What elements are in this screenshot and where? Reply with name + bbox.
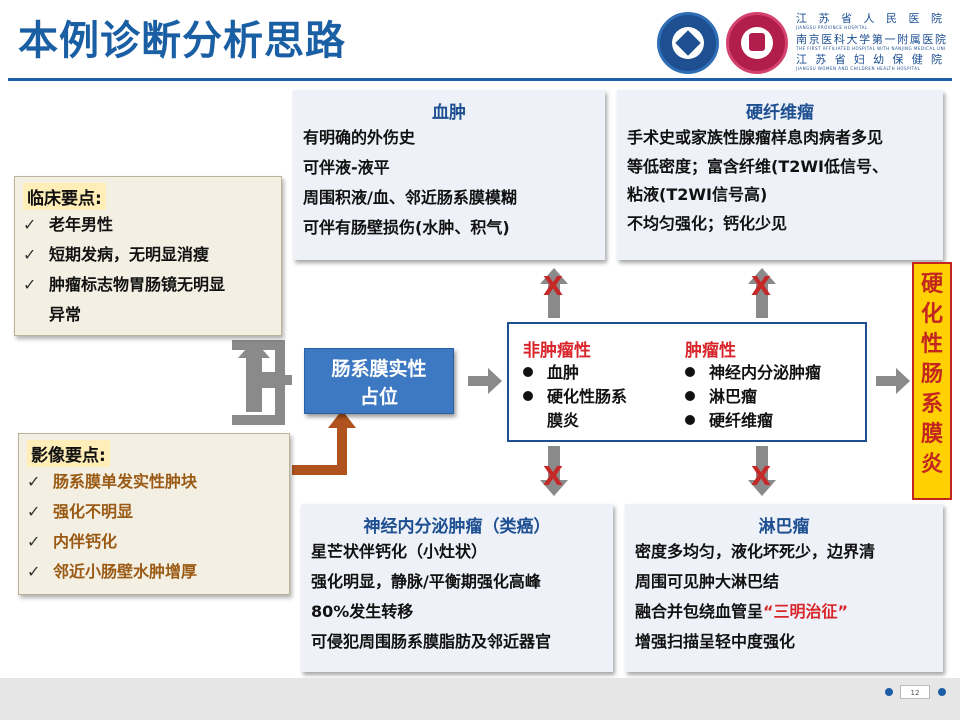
hospital-logo-right <box>726 12 788 74</box>
footer-dot <box>885 688 893 696</box>
clinical-title: 临床要点: <box>23 183 106 210</box>
mesenteric-mass-line1: 肠系膜实性 <box>331 358 427 380</box>
hospital-name-3: 江苏省妇幼保健院 <box>796 53 946 66</box>
imaging-item: ✓强化不明显 <box>27 497 281 527</box>
hospital-logo-left <box>657 12 719 74</box>
tumor-item: 淋巴瘤 <box>685 385 865 409</box>
hematoma-line: 可伴液-液平 <box>303 158 390 177</box>
clinical-box: 临床要点: ✓老年男性 ✓短期发病，无明显消瘦 ✓肿瘤标志物胃肠镜无明显 异常 <box>14 176 282 336</box>
arrow-to-desmoid <box>748 268 776 318</box>
hospital-name-1-en: JIANGSU PROVINCE HOSPITAL <box>796 25 868 30</box>
arrow-to-net <box>540 446 568 496</box>
desmoid-box: 硬纤维瘤 手术史或家族性腺瘤样息肉病者多见 等低密度；富含纤维(T2WI低信号、… <box>617 90 943 260</box>
net-line: 80%发生转移 <box>311 602 414 621</box>
arrow-to-differential <box>468 368 502 394</box>
imaging-box: 影像要点: ✓肠系膜单发实性肿块 ✓强化不明显 ✓内伴钙化 ✓邻近小肠壁水肿增厚 <box>18 433 290 595</box>
hospital-name-2: 南京医科大学第一附属医院 <box>796 33 946 46</box>
bullet-icon <box>685 391 695 401</box>
check-icon: ✓ <box>27 562 41 581</box>
hospital-name-1: 江苏省人民医院 <box>796 12 946 25</box>
desmoid-line: 粘液(T2WI信号高) <box>627 185 768 204</box>
lymphoma-title: 淋巴瘤 <box>758 517 810 537</box>
arrow-to-conclusion <box>876 368 910 394</box>
hematoma-box: 血肿 有明确的外伤史 可伴液-液平 周围积液/血、邻近肠系膜模糊 可伴有肠壁损伤… <box>293 90 605 260</box>
exclude-mark-net: X <box>543 462 564 492</box>
page-title: 本例诊断分析思路 <box>18 18 346 64</box>
sandwich-sign: “三明治征” <box>763 602 849 621</box>
tumor-title: 肿瘤性 <box>685 341 736 361</box>
desmoid-line: 不均匀强化；钙化少见 <box>627 214 788 233</box>
arrow-to-hematoma <box>540 268 568 318</box>
check-icon: ✓ <box>23 245 37 264</box>
non-tumor-title: 非肿瘤性 <box>523 341 591 361</box>
lymphoma-line: 密度多均匀，液化坏死少，边界清 <box>635 542 876 561</box>
bullet-icon <box>523 367 533 377</box>
clinical-item-cont: 异常 <box>49 305 82 324</box>
lymphoma-line: 融合并包绕血管呈“三明治征” <box>635 602 849 621</box>
lymphoma-box: 淋巴瘤 密度多均匀，液化坏死少，边界清 周围可见肿大淋巴结 融合并包绕血管呈“三… <box>625 504 943 672</box>
desmoid-line: 手术史或家族性腺瘤样息肉病者多见 <box>627 128 884 147</box>
non-tumor-column: 非肿瘤性 血肿 硬化性肠系 膜炎 <box>523 336 683 433</box>
footer-bar <box>0 678 960 720</box>
imaging-item: ✓肠系膜单发实性肿块 <box>27 467 281 497</box>
non-tumor-item: 硬化性肠系 <box>523 385 683 409</box>
bullet-icon <box>685 367 695 377</box>
header-divider <box>8 78 952 81</box>
page-number: 12 <box>900 685 930 699</box>
bullet-icon <box>685 415 695 425</box>
check-icon: ✓ <box>27 502 41 521</box>
hematoma-line: 有明确的外伤史 <box>303 128 416 147</box>
exclude-mark-hematoma: X <box>543 272 564 302</box>
net-line: 可侵犯周围肠系膜脂肪及邻近器官 <box>311 632 552 651</box>
differential-box: 非肿瘤性 血肿 硬化性肠系 膜炎 肿瘤性 神经内分泌肿瘤 淋巴瘤 硬纤维瘤 <box>507 322 867 442</box>
clinical-item: ✓老年男性 <box>23 210 273 240</box>
imaging-item: ✓内伴钙化 <box>27 527 281 557</box>
imaging-item: ✓邻近小肠壁水肿增厚 <box>27 557 281 587</box>
non-tumor-item-cont: 膜炎 <box>547 411 580 430</box>
mesenteric-mass-box: 肠系膜实性 占位 <box>304 348 454 414</box>
exclude-mark-desmoid: X <box>751 272 772 302</box>
footer-dot <box>938 688 946 696</box>
hematoma-title: 血肿 <box>432 103 466 123</box>
net-box: 神经内分泌肿瘤（类癌） 星芒状伴钙化（小灶状） 强化明显，静脉/平衡期强化高峰 … <box>301 504 613 672</box>
imaging-title: 影像要点: <box>27 440 110 467</box>
conclusion-box: 硬 化 性 肠 系 膜 炎 <box>912 262 952 500</box>
check-icon: ✓ <box>23 275 37 294</box>
exclude-mark-lymphoma: X <box>751 462 772 492</box>
hematoma-line: 可伴有肠壁损伤(水肿、积气) <box>303 218 510 237</box>
elbow-arrow-imaging <box>292 425 347 475</box>
desmoid-line: 等低密度；富含纤维(T2WI低信号、 <box>627 157 888 176</box>
bullet-icon <box>523 391 533 401</box>
arrow-to-lymphoma <box>748 446 776 496</box>
net-line: 星芒状伴钙化（小灶状） <box>311 542 488 561</box>
lymphoma-line: 增强扫描呈轻中度强化 <box>635 632 796 651</box>
tumor-item: 神经内分泌肿瘤 <box>685 361 865 385</box>
hospital-name-3-en: JIANGSU WOMEN AND CHILDREN HEALTH HOSPIT… <box>796 66 921 71</box>
clinical-item: ✓短期发病，无明显消瘦 <box>23 240 273 270</box>
tumor-item: 硬纤维瘤 <box>685 409 865 433</box>
check-icon: ✓ <box>27 532 41 551</box>
desmoid-title: 硬纤维瘤 <box>746 103 814 123</box>
hematoma-line: 周围积液/血、邻近肠系膜模糊 <box>303 188 517 207</box>
tumor-column: 肿瘤性 神经内分泌肿瘤 淋巴瘤 硬纤维瘤 <box>685 336 865 433</box>
net-title: 神经内分泌肿瘤（类癌） <box>363 517 551 537</box>
clinical-item: ✓肿瘤标志物胃肠镜无明显 <box>23 270 273 300</box>
check-icon: ✓ <box>23 215 37 234</box>
non-tumor-item: 血肿 <box>523 361 683 385</box>
lymphoma-line: 周围可见肿大淋巴结 <box>635 572 780 591</box>
hospital-name-2-en: THE FIRST AFFILIATED HOSPITAL WITH NANJI… <box>796 46 946 51</box>
net-line: 强化明显，静脉/平衡期强化高峰 <box>311 572 541 591</box>
mesenteric-mass-line2: 占位 <box>359 386 398 408</box>
check-icon: ✓ <box>27 472 41 491</box>
